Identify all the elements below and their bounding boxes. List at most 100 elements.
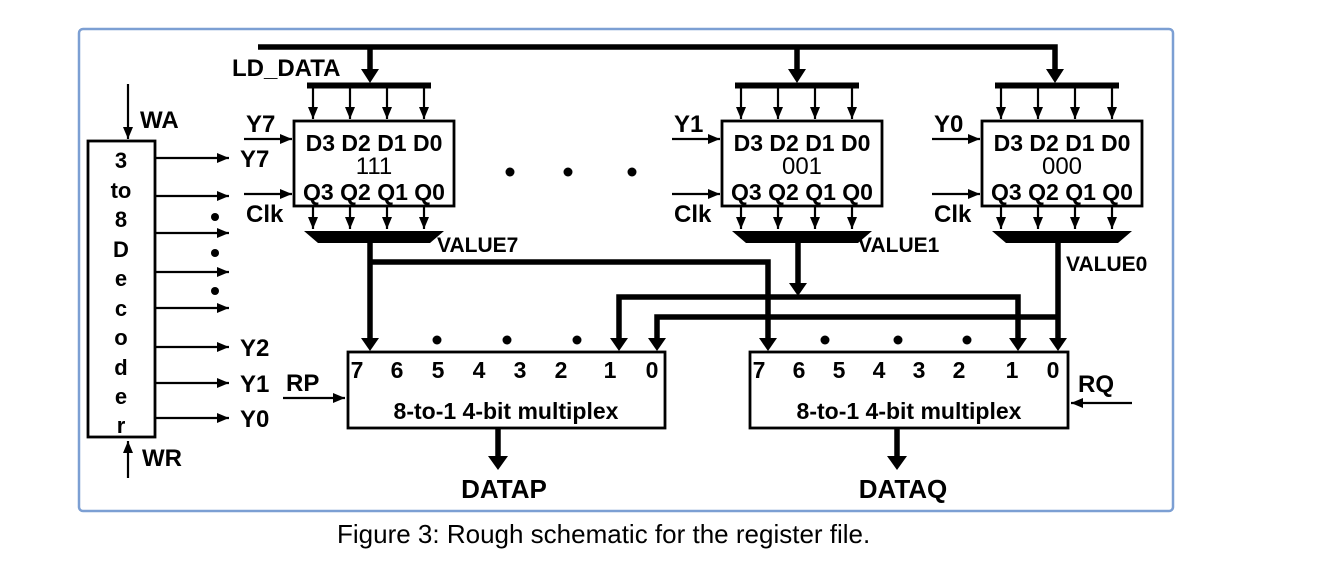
decoder-box bbox=[86, 139, 157, 439]
register-7: D3 D2 D1 D0 111 Q3 Q2 Q1 Q0 Y7 Clk VALUE… bbox=[244, 82, 518, 257]
wa-label: WA bbox=[140, 107, 179, 134]
enable-label: Y1 bbox=[674, 111, 703, 138]
decoder-title-line: o bbox=[114, 325, 127, 350]
decoder-output-label-y1: Y1 bbox=[240, 371, 269, 398]
clk-label: Clk bbox=[674, 201, 712, 228]
datap-label: DATAP bbox=[461, 474, 547, 504]
ld-data-bus: LD_DATA bbox=[232, 44, 1064, 83]
arrowhead bbox=[361, 338, 379, 351]
ellipsis-dot bbox=[211, 287, 219, 295]
ellipsis-dot bbox=[572, 335, 582, 345]
decoder-title-line: d bbox=[114, 355, 127, 380]
clk-label: Clk bbox=[934, 201, 972, 228]
register-box bbox=[980, 119, 1144, 208]
value7-label: VALUE7 bbox=[437, 234, 518, 257]
output-collector-bar bbox=[992, 231, 1132, 243]
decoder-output-label-y7: Y7 bbox=[240, 146, 269, 173]
wr-label: WR bbox=[142, 445, 182, 472]
mux-input-label: 4 bbox=[873, 357, 886, 383]
register-box bbox=[720, 119, 884, 208]
rq-label: RQ bbox=[1078, 371, 1114, 398]
ellipsis-dot bbox=[211, 249, 219, 257]
ellipsis-dot bbox=[432, 335, 442, 345]
figure-caption: Figure 3: Rough schematic for the regist… bbox=[337, 519, 870, 549]
data-distribution-bar bbox=[307, 82, 431, 89]
decoder-title-line: e bbox=[115, 384, 127, 409]
clk-label: Clk bbox=[246, 201, 284, 228]
mux-input-label: 4 bbox=[473, 357, 486, 383]
arrowhead bbox=[1009, 338, 1027, 351]
value1-label: VALUE1 bbox=[858, 234, 940, 257]
value0-label: VALUE0 bbox=[1066, 253, 1147, 276]
wire bbox=[654, 314, 1058, 339]
wire bbox=[370, 259, 771, 339]
decoder-output-label-y2: Y2 bbox=[240, 335, 269, 362]
ellipsis-dot bbox=[211, 213, 219, 221]
mux-input-label: 2 bbox=[953, 357, 966, 383]
decoder: 3 to 8 D e c o d e r WA WR Y7 Y2 Y1 Y0 bbox=[86, 84, 269, 478]
register-number: 001 bbox=[782, 153, 822, 180]
register-number: 000 bbox=[1042, 153, 1082, 180]
decoder-title-line: 3 bbox=[115, 148, 127, 173]
mux-input-label: 1 bbox=[604, 357, 617, 383]
mux-input-label: 2 bbox=[555, 357, 568, 383]
mux-q: 7 6 5 4 3 2 1 0 8-to-1 4-bit multiplex R… bbox=[748, 350, 1132, 504]
output-collector-bar bbox=[732, 231, 872, 243]
ellipsis-dot bbox=[502, 335, 512, 345]
ellipsis-dot bbox=[627, 167, 637, 177]
mux-input-label: 6 bbox=[793, 357, 806, 383]
ellipsis-dot bbox=[505, 167, 515, 177]
arrowhead bbox=[1046, 69, 1064, 83]
arrowhead bbox=[488, 456, 508, 470]
arrowhead bbox=[788, 69, 806, 83]
arrowhead bbox=[610, 338, 628, 351]
enable-label: Y0 bbox=[934, 111, 963, 138]
arrowhead bbox=[887, 456, 907, 470]
ellipsis-dot bbox=[962, 335, 972, 345]
ellipsis-dot bbox=[893, 335, 903, 345]
decoder-title-line: to bbox=[111, 178, 132, 203]
register-box bbox=[292, 119, 456, 208]
register-number: 111 bbox=[356, 153, 392, 180]
register-q-row: Q3 Q2 Q1 Q0 bbox=[991, 179, 1133, 205]
schematic-frame bbox=[77, 27, 1175, 513]
mux-title: 8-to-1 4-bit multiplex bbox=[394, 398, 619, 424]
enable-label: Y7 bbox=[246, 111, 275, 138]
mux-p: 7 6 5 4 3 2 1 0 8-to-1 4-bit multiplex R… bbox=[283, 350, 667, 504]
register-d-row: D3 D2 D1 D0 bbox=[306, 130, 443, 156]
mux-title: 8-to-1 4-bit multiplex bbox=[797, 398, 1022, 424]
value7-net bbox=[361, 243, 777, 351]
data-distribution-bar bbox=[735, 82, 859, 89]
arrowhead bbox=[789, 283, 807, 296]
decoder-title-line: e bbox=[115, 266, 127, 291]
ellipsis-dot bbox=[563, 167, 573, 177]
mux-input-label: 5 bbox=[432, 357, 445, 383]
output-collector-bar bbox=[304, 231, 444, 243]
decoder-output-label-y0: Y0 bbox=[240, 406, 269, 433]
register-q-row: Q3 Q2 Q1 Q0 bbox=[731, 179, 873, 205]
register-q-row: Q3 Q2 Q1 Q0 bbox=[303, 179, 445, 205]
mux-input-label: 0 bbox=[1047, 357, 1060, 383]
mux-box bbox=[748, 350, 1070, 430]
arrowhead bbox=[361, 69, 379, 83]
register-d-row: D3 D2 D1 D0 bbox=[734, 130, 871, 156]
arrowhead bbox=[1049, 338, 1067, 351]
mux-input-label: 6 bbox=[391, 357, 404, 383]
value0-net bbox=[648, 243, 1067, 351]
register-0: D3 D2 D1 D0 000 Q3 Q2 Q1 Q0 Y0 Clk VALUE… bbox=[932, 82, 1147, 276]
mux-input-label: 0 bbox=[646, 357, 659, 383]
decoder-title-line: r bbox=[117, 413, 126, 438]
decoder-title-line: c bbox=[115, 296, 127, 321]
mux-input-label: 5 bbox=[833, 357, 846, 383]
ellipsis-dot bbox=[820, 335, 830, 345]
decoder-title-line: D bbox=[113, 237, 129, 262]
decoder-title-line: 8 bbox=[115, 207, 127, 232]
mux-box bbox=[346, 350, 667, 430]
register-d-row: D3 D2 D1 D0 bbox=[994, 130, 1131, 156]
mux-input-label: 1 bbox=[1006, 357, 1019, 383]
dataq-label: DATAQ bbox=[859, 474, 948, 504]
mux-input-label: 7 bbox=[351, 357, 364, 383]
arrowhead bbox=[759, 338, 777, 351]
